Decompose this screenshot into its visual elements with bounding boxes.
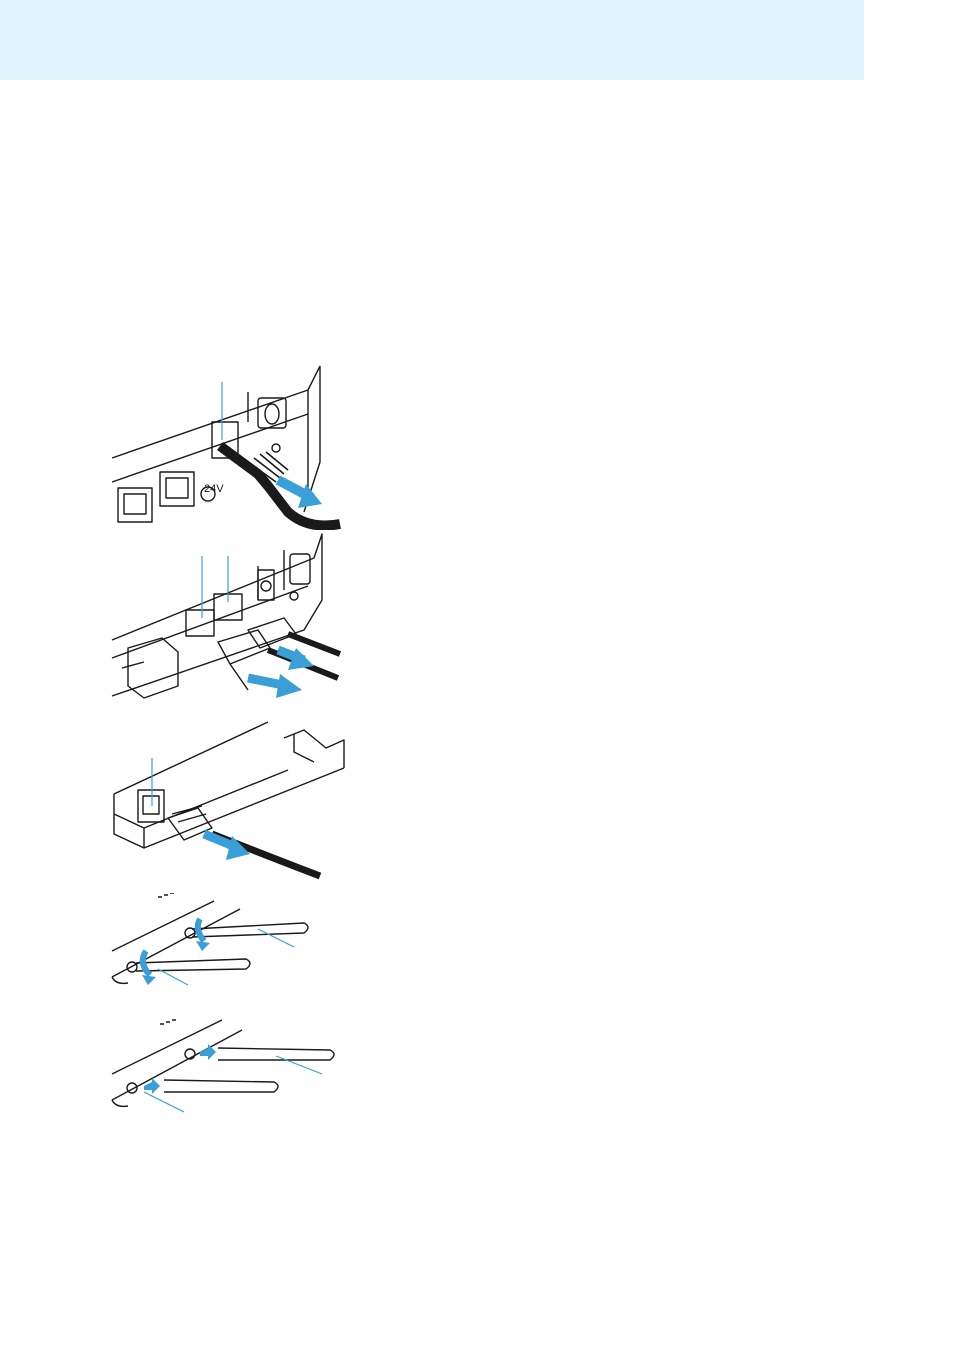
antenna-pull-illustration	[108, 1012, 348, 1122]
header-band	[0, 0, 864, 80]
voltage-label: 24V	[204, 483, 224, 495]
antenna-rotate-illustration	[108, 893, 328, 1003]
power-plug-removal-illustration: 24V	[108, 362, 348, 530]
rj45-single-removal-illustration	[108, 718, 348, 884]
rj45-removal-illustration	[108, 530, 348, 712]
